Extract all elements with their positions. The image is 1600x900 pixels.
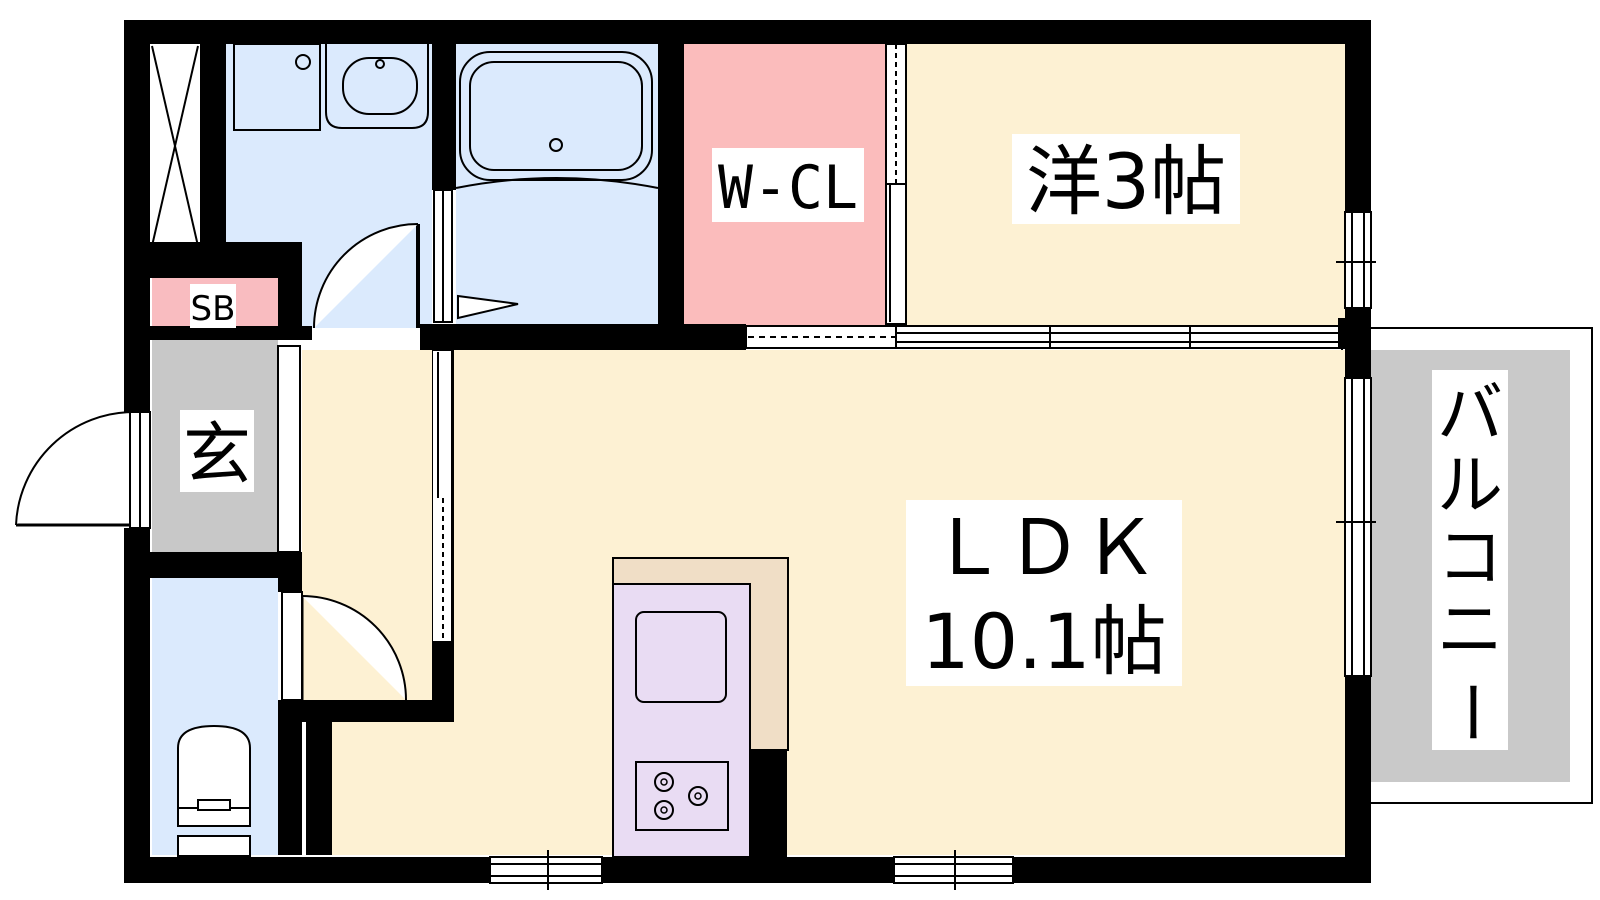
bathtub (459, 51, 653, 181)
entrance-label-bg (180, 410, 254, 492)
balcony-label: バ ル コ ニ ー (1432, 375, 1509, 745)
sink-basin (342, 57, 418, 115)
entrance-label: 玄 (183, 416, 251, 495)
toilet-door-frame (281, 591, 303, 701)
faucet-icon (375, 59, 385, 69)
bathroom-floor (456, 42, 658, 328)
window-western-room (1336, 211, 1376, 309)
wcl-label: W-CL (718, 153, 858, 223)
burner-icon (654, 800, 674, 820)
walls (124, 20, 1371, 883)
vanity-counter (325, 44, 429, 129)
window-ldk-bottom-right (893, 850, 1014, 890)
toilet-fixture (177, 724, 251, 857)
balcony-label-bg (1432, 370, 1508, 750)
balcony-char: ニ (1437, 591, 1503, 668)
bathroom-folding-door (457, 294, 519, 320)
toilet-door-swing (301, 595, 407, 701)
burner-icon (654, 772, 674, 792)
shoebox-label: SB (191, 289, 236, 329)
western-label-bg (1012, 134, 1240, 224)
washroom-door-swing (313, 223, 419, 329)
washing-machine-dot (295, 54, 311, 70)
western-room-label: 洋3帖 (1026, 137, 1226, 226)
washing-machine-space (233, 43, 321, 131)
shoebox-label-bg (190, 284, 236, 328)
entrance-step-frame (277, 345, 301, 553)
stove-top (635, 761, 729, 831)
window-balcony (1336, 377, 1376, 677)
burner-icon (688, 786, 708, 806)
burner-ring (660, 778, 668, 786)
balcony-char: バ (1437, 375, 1503, 452)
balcony-char: ル (1437, 447, 1503, 524)
window-ldk-bottom-left (489, 850, 603, 890)
ldk-size-label: 10.1帖 (921, 597, 1166, 686)
burner-ring (660, 806, 668, 814)
balcony-char: ー (1432, 679, 1509, 745)
wcl-label-bg (712, 148, 864, 222)
ldk-floor (312, 350, 1347, 855)
ldk-label: ＬＤＫ (930, 503, 1158, 592)
kitchen-counter (612, 583, 751, 858)
kitchen-sink (635, 611, 727, 703)
balcony-char: コ (1437, 519, 1503, 596)
drain-icon (549, 138, 563, 152)
entrance-door-swing (15, 410, 135, 526)
bathtub-inner (469, 61, 643, 171)
wall-pillar (1338, 318, 1368, 348)
burner-ring (694, 792, 702, 800)
bath-floor-edge (455, 177, 659, 189)
ldk-label-bg (906, 500, 1182, 686)
storage-cross (151, 45, 199, 247)
